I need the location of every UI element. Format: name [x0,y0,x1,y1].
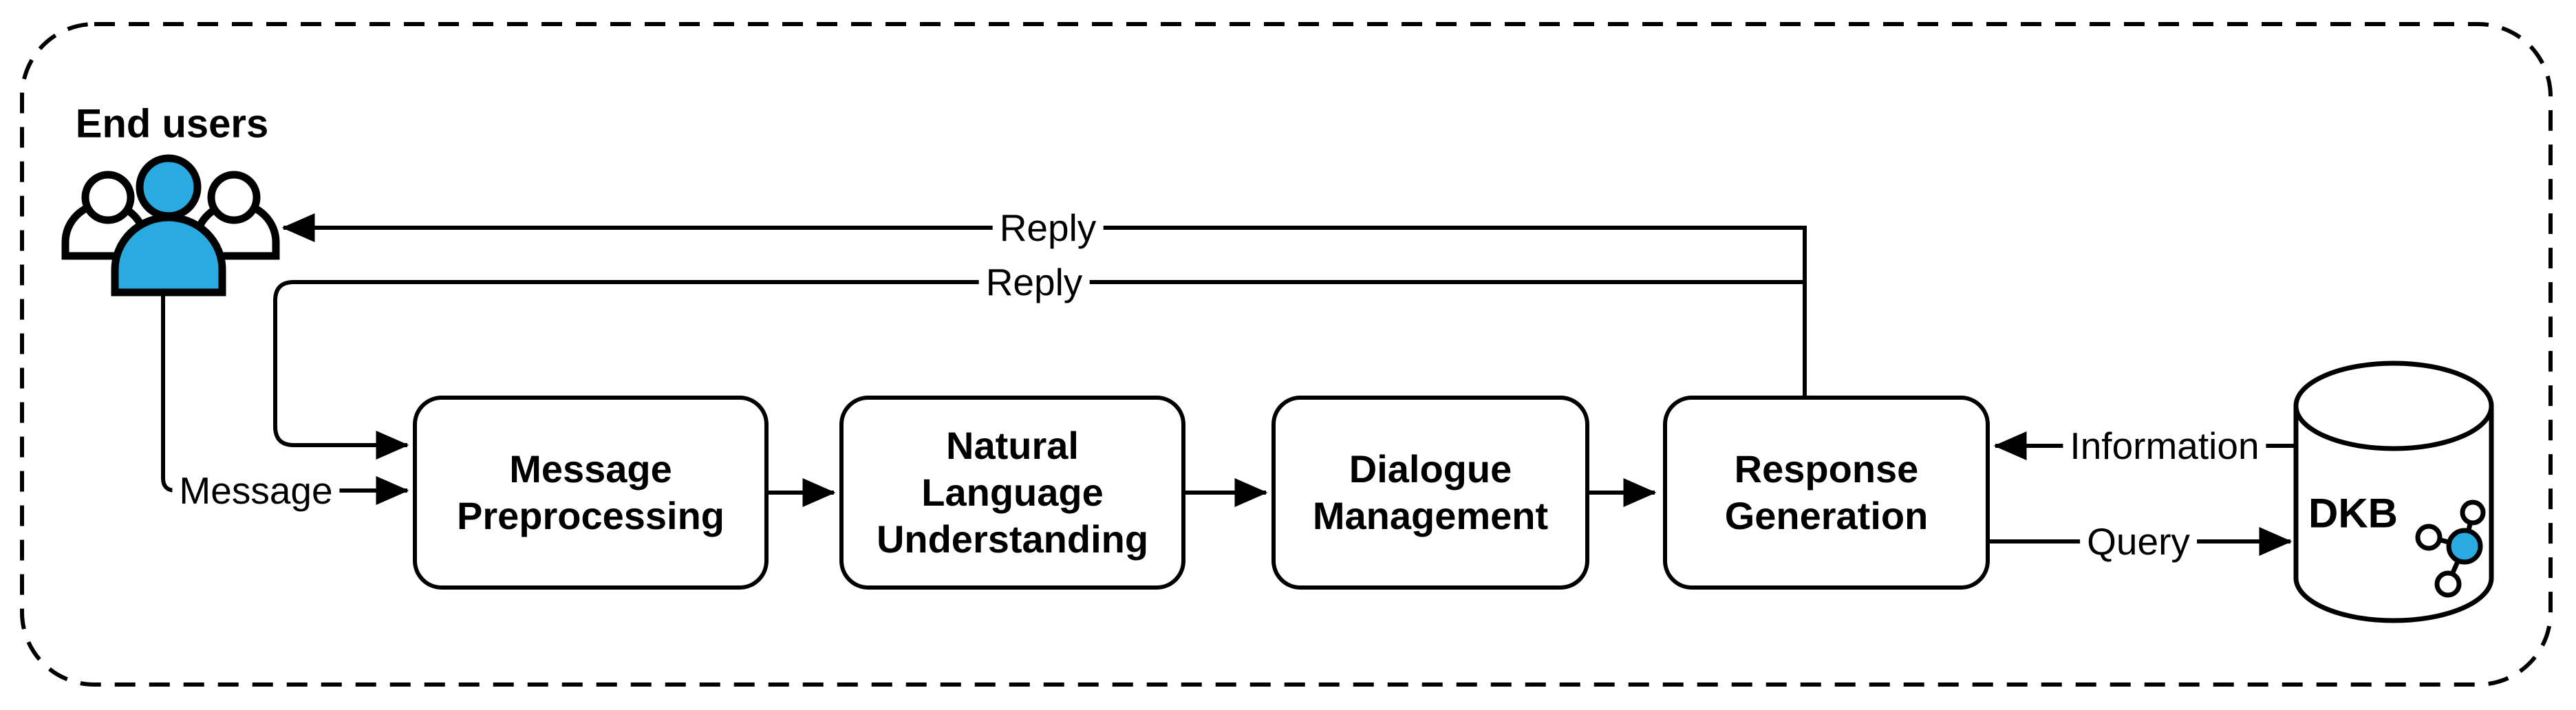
edge-label-information: Information [2063,424,2266,467]
edge-label-reply-bottom: Reply [978,261,1090,303]
node-natural-language-understanding: Natural Language Understanding [839,396,1185,590]
edge-message-line [161,294,409,505]
node-message-preprocessing: Message Preprocessing [413,396,769,590]
edge-label-reply-top: Reply [992,206,1104,249]
users-group-icon [61,154,280,297]
edge-reply-to-preprocessing-line [273,280,1805,460]
edge-reply-to-users-line [281,213,1807,396]
dkb-label: DKB [2308,490,2398,537]
end-users-label: End users [75,101,269,147]
edge-label-query: Query [2080,520,2197,563]
node-response-generation: Response Generation [1663,396,1990,590]
dashed-boundary [20,22,2553,687]
node-dialogue-management: Dialogue Management [1271,396,1589,590]
database-cylinder-icon [2293,361,2494,623]
edge-label-message: Message [172,469,340,512]
molecule-icon [2415,499,2486,598]
